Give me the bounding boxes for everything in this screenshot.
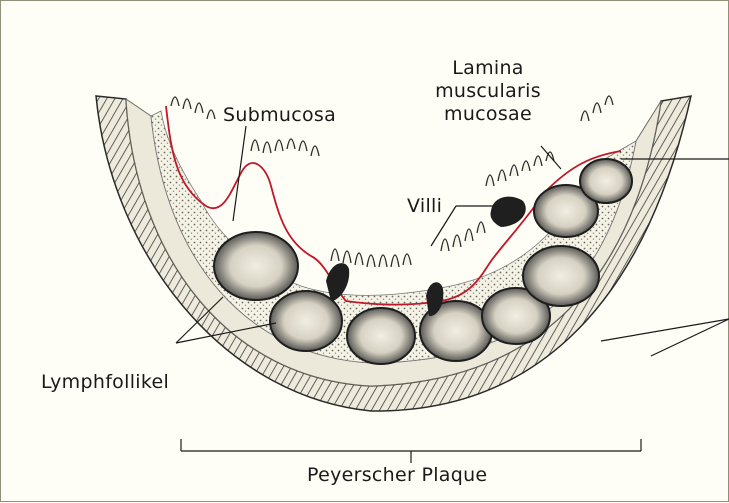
lamina-label: Lamina muscularis mucosae [428,57,548,126]
lymphfollikel-label: Lymphfollikel [41,371,169,394]
lamina-line3: mucosae [428,103,548,126]
lamina-line1: Lamina [428,57,548,80]
submucosa-label: Submucosa [223,104,336,127]
lamina-line2: muscularis [428,80,548,103]
peyerscher-plaque-label: Peyerscher Plaque [307,464,487,487]
villi-label: Villi [407,195,442,218]
